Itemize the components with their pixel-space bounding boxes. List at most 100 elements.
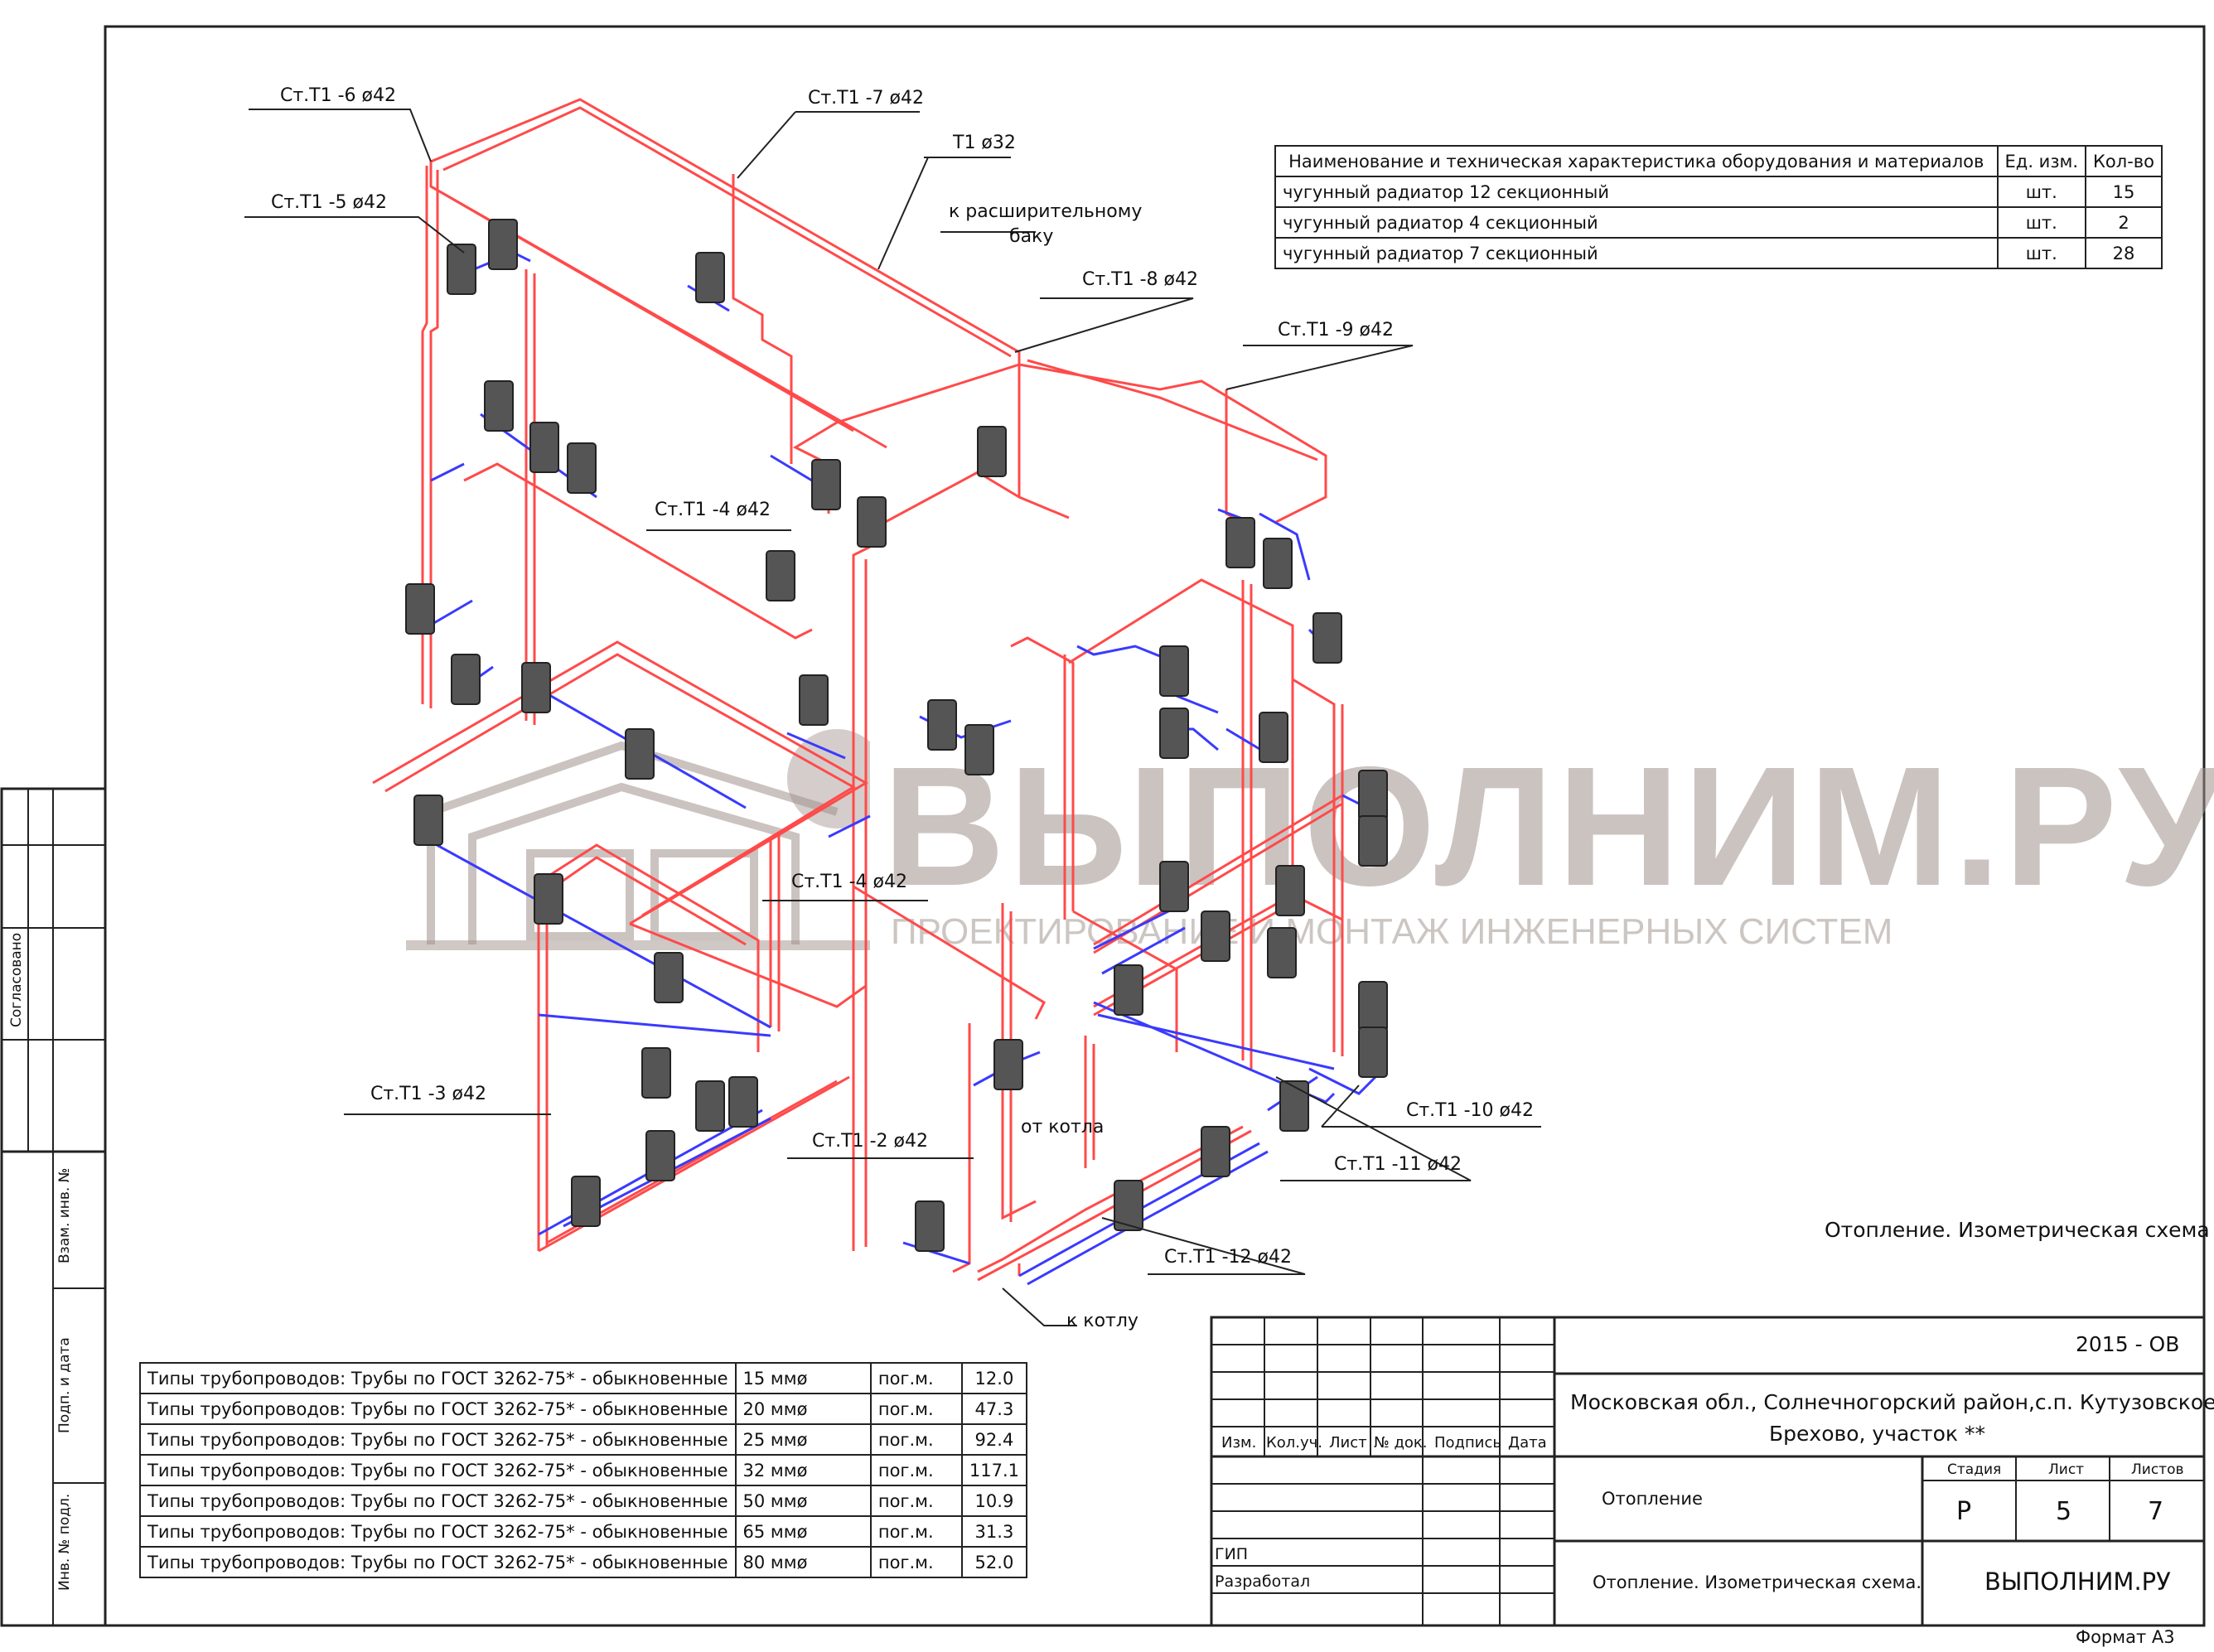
pipe-cell-diameter: 32 ммø: [734, 1454, 872, 1486]
pipe-cell-type: Типы трубопроводов: Трубы по ГОСТ 3262-7…: [139, 1423, 737, 1456]
side-stamp-inv-orig: Инв. № подл.: [56, 1493, 73, 1591]
sheets-label: Листов: [2131, 1461, 2184, 1478]
pipe-cell-diameter: 80 ммø: [734, 1546, 872, 1578]
spec-cell-unit: шт.: [1996, 237, 2087, 269]
sheets-value: 7: [2148, 1497, 2164, 1526]
spec-cell-qty: 28: [2085, 237, 2163, 269]
stage-value: Р: [1956, 1497, 1972, 1526]
pipe-types-table: Типы трубопроводов: Трубы по ГОСТ 3262-7…: [139, 1362, 1028, 1578]
project-address-line-1: Московская обл., Солнечногорский район,с…: [1570, 1390, 2214, 1414]
table-row: чугунный радиатор 4 секционный шт. 2: [1274, 206, 2163, 239]
pipe-cell-diameter: 50 ммø: [734, 1485, 872, 1517]
pipe-cell-unit: пог.м.: [869, 1423, 963, 1456]
table-row: чугунный радиатор 12 секционный шт. 15: [1274, 176, 2163, 208]
spec-cell-name: чугунный радиатор 12 секционный: [1274, 176, 1999, 208]
label-t1-32: Т1 ø32: [953, 133, 1016, 153]
table-row: Типы трубопроводов: Трубы по ГОСТ 3262-7…: [139, 1362, 1028, 1394]
riser-label-t1-5: Ст.Т1 -5 ø42: [271, 192, 387, 213]
pipe-cell-length: 12.0: [960, 1362, 1028, 1394]
table-row: Типы трубопроводов: Трубы по ГОСТ 3262-7…: [139, 1485, 1028, 1517]
table-row: Типы трубопроводов: Трубы по ГОСТ 3262-7…: [139, 1515, 1028, 1548]
pipe-cell-diameter: 20 ммø: [734, 1393, 872, 1425]
watermark-tagline: ПРОЕКТИРОВАНИЕ И МОНТАЖ ИНЖЕНЕРНЫХ СИСТЕ…: [891, 911, 1893, 952]
sheet-label: Лист: [2048, 1461, 2085, 1478]
riser-label-t1-8: Ст.Т1 -8 ø42: [1082, 269, 1198, 290]
pipe-cell-unit: пог.м.: [869, 1515, 963, 1548]
pipe-cell-type: Типы трубопроводов: Трубы по ГОСТ 3262-7…: [139, 1393, 737, 1425]
pipe-cell-length: 117.1: [960, 1454, 1028, 1486]
pipe-cell-length: 47.3: [960, 1393, 1028, 1425]
watermark-brand: ВЫПОЛНИМ.РУ: [882, 732, 2214, 921]
table-row: Типы трубопроводов: Трубы по ГОСТ 3262-7…: [139, 1454, 1028, 1486]
riser-label-t1-2: Ст.Т1 -2 ø42: [812, 1131, 928, 1152]
drawing-title: Отопление. Изометрическая схема.: [1593, 1572, 1922, 1592]
riser-label-t1-11: Ст.Т1 -11 ø42: [1334, 1154, 1462, 1175]
riser-label-t1-10: Ст.Т1 -10 ø42: [1406, 1100, 1534, 1121]
project-address-line-2: Брехово, участок **: [1769, 1422, 1985, 1446]
pipe-cell-length: 52.0: [960, 1546, 1028, 1578]
pipe-cell-unit: пог.м.: [869, 1485, 963, 1517]
pipe-cell-diameter: 25 ммø: [734, 1423, 872, 1456]
spec-cell-qty: 2: [2085, 206, 2163, 239]
pipe-cell-unit: пог.м.: [869, 1454, 963, 1486]
pipe-cell-type: Типы трубопроводов: Трубы по ГОСТ 3262-7…: [139, 1454, 737, 1486]
equipment-spec-table: Наименование и техническая характеристик…: [1274, 145, 2163, 269]
col-header-doc: № док.: [1374, 1434, 1428, 1452]
drawing-caption: Отопление. Изометрическая схема: [1825, 1218, 2210, 1242]
pipe-cell-unit: пог.м.: [869, 1546, 963, 1578]
spec-cell-qty: 15: [2085, 176, 2163, 208]
col-header-date: Дата: [1508, 1434, 1547, 1452]
section-name: Отопление: [1602, 1489, 1703, 1509]
riser-label-t1-7: Ст.Т1 -7 ø42: [808, 88, 924, 109]
col-header-change: Изм.: [1221, 1434, 1257, 1452]
side-stamp-sign-date: Подп. и дата: [56, 1337, 73, 1433]
col-header-count: Кол.уч.: [1266, 1434, 1323, 1452]
table-row: Типы трубопроводов: Трубы по ГОСТ 3262-7…: [139, 1546, 1028, 1578]
pipe-cell-length: 92.4: [960, 1423, 1028, 1456]
sheet-value: 5: [2056, 1497, 2072, 1526]
gip-label: ГИП: [1215, 1545, 1249, 1563]
spec-header-qty: Кол-во: [2085, 145, 2163, 177]
table-row: Типы трубопроводов: Трубы по ГОСТ 3262-7…: [139, 1423, 1028, 1456]
table-row: чугунный радиатор 7 секционный шт. 28: [1274, 237, 2163, 269]
riser-label-t1-4a: Ст.Т1 -4 ø42: [655, 500, 771, 520]
col-header-signature: Подпись: [1434, 1434, 1501, 1452]
pipe-cell-type: Типы трубопроводов: Трубы по ГОСТ 3262-7…: [139, 1546, 737, 1578]
pipe-cell-diameter: 15 ммø: [734, 1362, 872, 1394]
sheet-format: Формат А3: [2076, 1627, 2175, 1647]
spec-header-name: Наименование и техническая характеристик…: [1274, 145, 1999, 177]
riser-label-t1-12: Ст.Т1 -12 ø42: [1164, 1247, 1292, 1268]
label-to-tank-2: баку: [1009, 226, 1054, 247]
table-row: Типы трубопроводов: Трубы по ГОСТ 3262-7…: [139, 1393, 1028, 1425]
spec-cell-name: чугунный радиатор 4 секционный: [1274, 206, 1999, 239]
riser-label-t1-6: Ст.Т1 -6 ø42: [280, 85, 396, 106]
spec-cell-unit: шт.: [1996, 206, 2087, 239]
pipe-cell-length: 31.3: [960, 1515, 1028, 1548]
spec-cell-unit: шт.: [1996, 176, 2087, 208]
label-to-tank-1: к расширительному: [949, 201, 1143, 222]
riser-label-t1-4b: Ст.Т1 -4 ø42: [791, 872, 907, 892]
riser-label-t1-3: Ст.Т1 -3 ø42: [370, 1084, 486, 1104]
spec-header-row: Наименование и техническая характеристик…: [1274, 145, 2163, 177]
riser-label-t1-9: Ст.Т1 -9 ø42: [1278, 320, 1394, 341]
side-stamp-agreed: Согласовано: [8, 932, 25, 1027]
stage-label: Стадия: [1947, 1461, 2002, 1478]
company-name: ВЫПОЛНИМ.РУ: [1984, 1567, 2171, 1596]
side-stamp-inv-sub: Взам. инв. №: [56, 1167, 73, 1263]
pipe-cell-diameter: 65 ммø: [734, 1515, 872, 1548]
col-header-sheet: Лист: [1329, 1434, 1367, 1452]
spec-cell-name: чугунный радиатор 7 секционный: [1274, 237, 1999, 269]
pipe-cell-type: Типы трубопроводов: Трубы по ГОСТ 3262-7…: [139, 1485, 737, 1517]
label-to-boiler: к котлу: [1066, 1311, 1138, 1331]
pipe-cell-type: Типы трубопроводов: Трубы по ГОСТ 3262-7…: [139, 1362, 737, 1394]
pipe-cell-length: 10.9: [960, 1485, 1028, 1517]
watermark-house-logo: [406, 729, 870, 950]
document-code: 2015 - ОВ: [2076, 1332, 2180, 1356]
developer-label: Разработал: [1215, 1572, 1311, 1591]
pipe-cell-type: Типы трубопроводов: Трубы по ГОСТ 3262-7…: [139, 1515, 737, 1548]
label-from-boiler: от котла: [1021, 1117, 1105, 1138]
spec-header-unit: Ед. изм.: [1996, 145, 2087, 177]
